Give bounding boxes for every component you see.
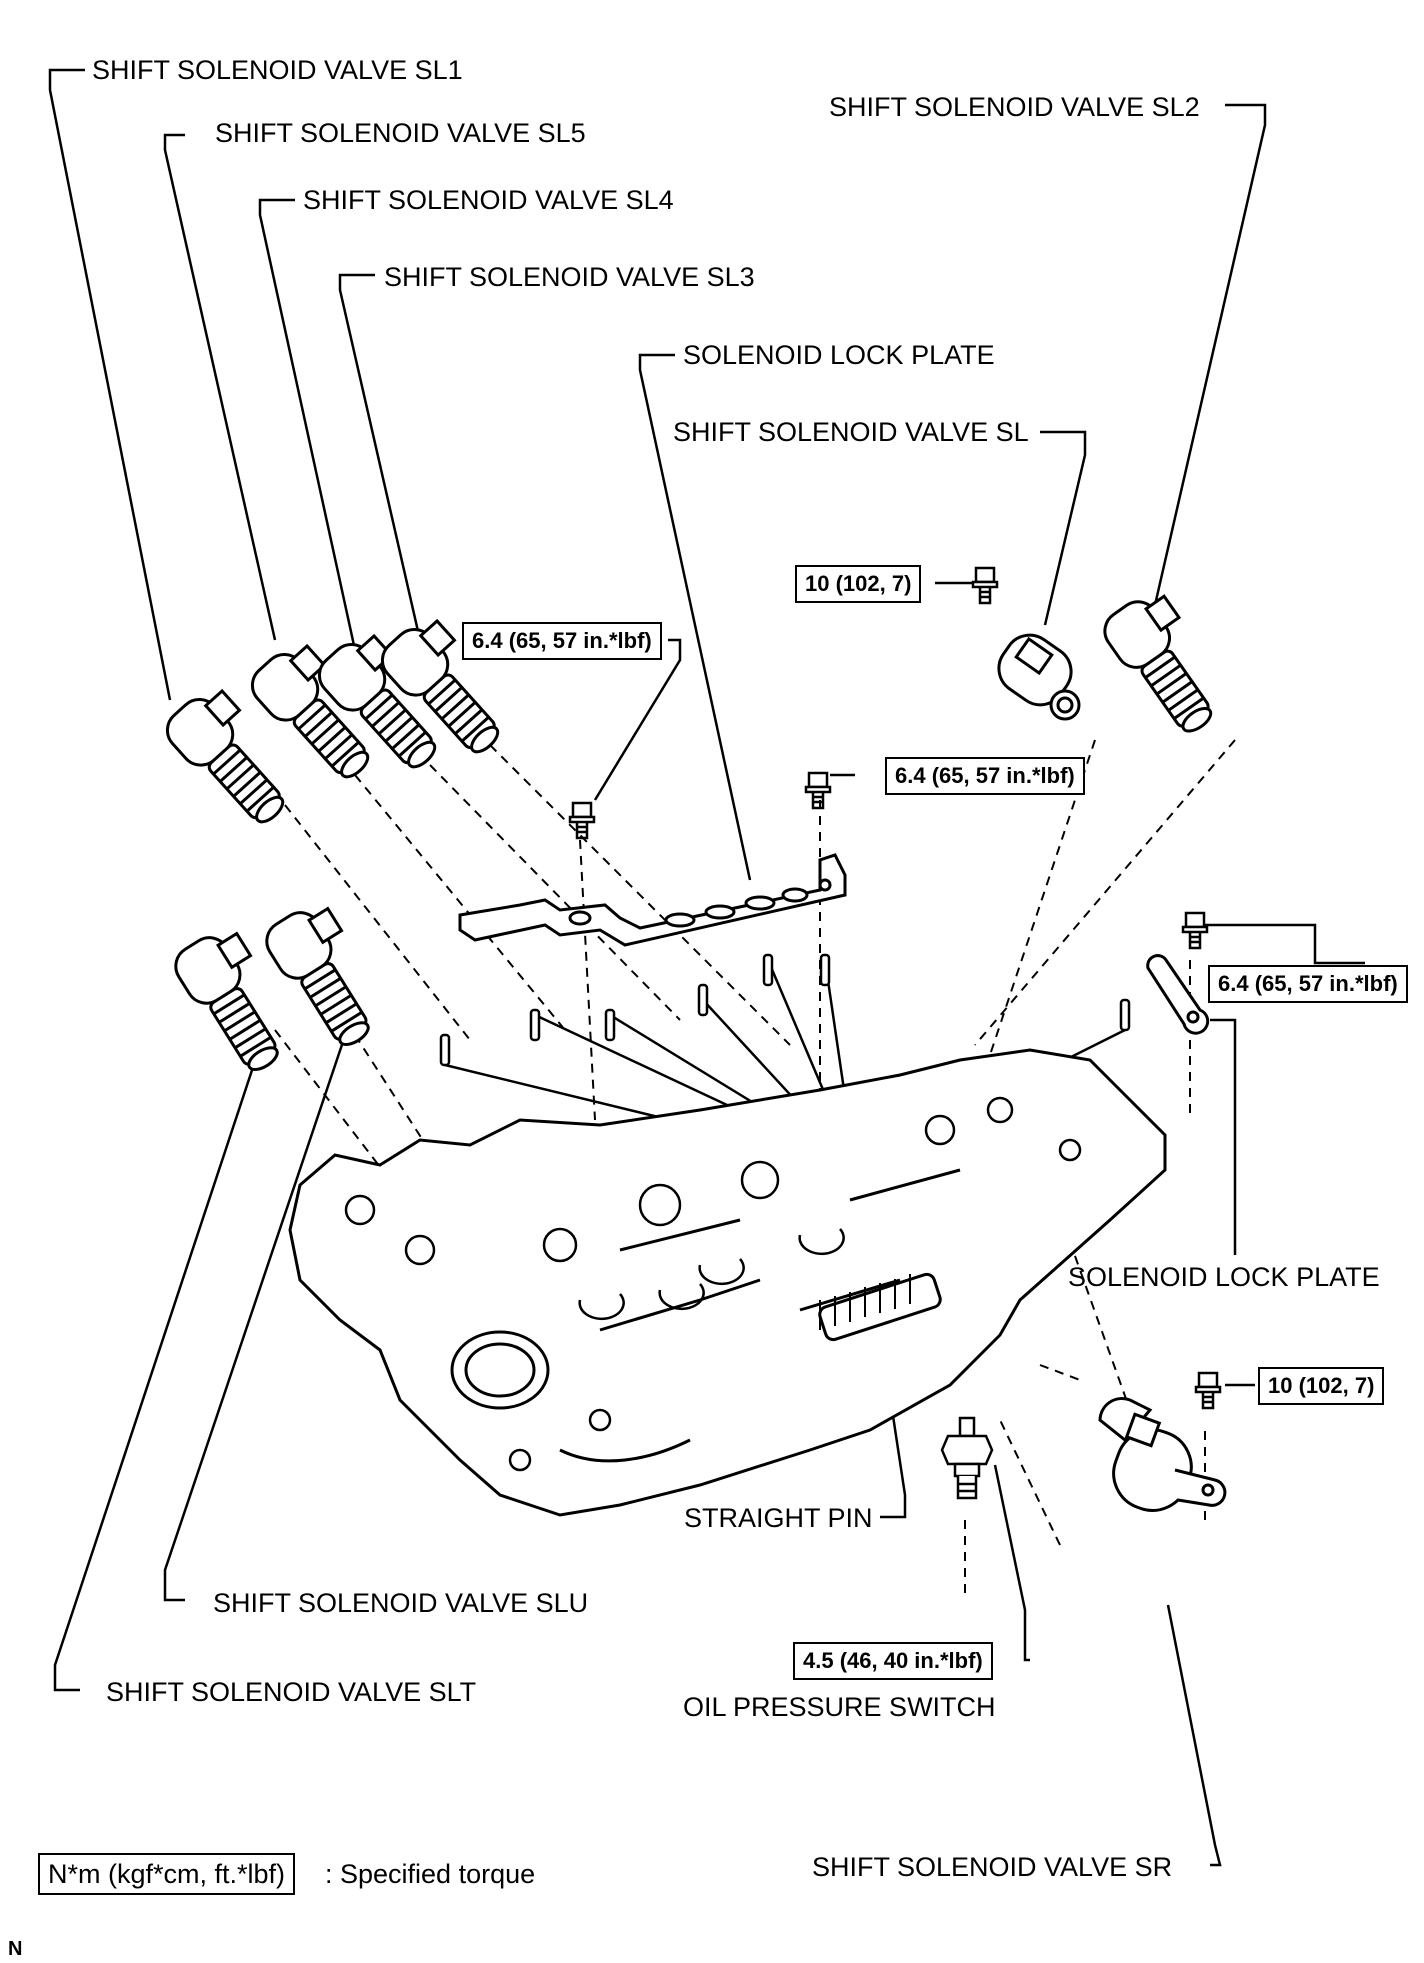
label-slt: SHIFT SOLENOID VALVE SLT (106, 1677, 477, 1707)
leader-slu (163, 1014, 354, 1602)
valve-body (288, 1048, 1167, 1517)
label-oil-pressure-switch: OIL PRESSURE SWITCH (683, 1692, 996, 1722)
label-lock-plate-top: SOLENOID LOCK PLATE (683, 340, 995, 370)
torque-sl-bolt: 10 (102, 7) (795, 565, 922, 603)
label-sl3: SHIFT SOLENOID VALVE SL3 (384, 262, 755, 292)
label-sl4: SHIFT SOLENOID VALVE SL4 (303, 185, 674, 215)
lock-plate-top-part (458, 853, 847, 947)
label-slu: SHIFT SOLENOID VALVE SLU (213, 1588, 589, 1618)
leader-sl2 (1153, 103, 1267, 606)
leader-sl3 (338, 273, 422, 641)
oil-pressure-switch-part (940, 1416, 994, 1500)
label-sl2: SHIFT SOLENOID VALVE SL2 (829, 92, 1200, 122)
leader-oil-switch (993, 1464, 1030, 1662)
solenoid-sr-part (1098, 1397, 1227, 1512)
legend-text: : Specified torque (325, 1859, 536, 1889)
leader-slt (53, 1039, 264, 1692)
leader-torque-right (1205, 923, 1365, 965)
leader-sl (1040, 430, 1087, 626)
leader-torque-left (593, 638, 682, 801)
torque-sr-bolt: 10 (102, 7) (1258, 1367, 1385, 1405)
torque-lock-plate-bolt-left: 6.4 (65, 57 in.*lbf) (462, 622, 662, 660)
leader-sl1 (48, 68, 172, 701)
legend-box: N*m (kgf*cm, ft.*lbf) (38, 1853, 296, 1895)
leader-lock-plate-right (1210, 1018, 1237, 1255)
label-sl: SHIFT SOLENOID VALVE SL (673, 417, 1029, 447)
lock-plate-right-part (1146, 954, 1210, 1035)
torque-oil-pressure-switch: 4.5 (46, 40 in.*lbf) (793, 1642, 993, 1680)
label-lock-plate-right: SOLENOID LOCK PLATE (1068, 1262, 1380, 1292)
leader-sl4 (258, 198, 357, 651)
leader-sl5 (163, 133, 277, 641)
label-sl5: SHIFT SOLENOID VALVE SL5 (215, 118, 586, 148)
leader-lock-plate-top (638, 353, 752, 881)
corner-mark: N (8, 1938, 23, 1960)
torque-lock-plate-bolt-center: 6.4 (65, 57 in.*lbf) (885, 757, 1085, 795)
solenoid-sl-part (997, 633, 1081, 721)
label-sl1: SHIFT SOLENOID VALVE SL1 (92, 55, 463, 85)
label-sr: SHIFT SOLENOID VALVE SR (812, 1852, 1173, 1882)
torque-lock-plate-bolt-right: 6.4 (65, 57 in.*lbf) (1208, 965, 1408, 1003)
leader-sr (1166, 1604, 1222, 1867)
solenoid-sl2-part (1095, 583, 1239, 744)
straight-pins (439, 953, 1131, 1067)
label-straight-pin: STRAIGHT PIN (684, 1503, 873, 1533)
